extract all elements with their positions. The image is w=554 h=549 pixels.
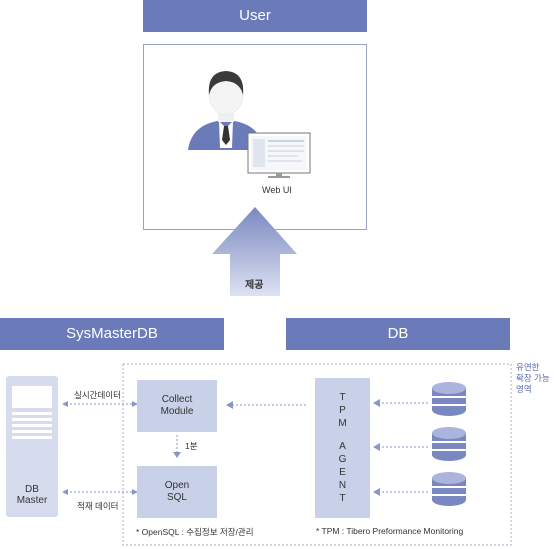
tpm-letter: M xyxy=(338,418,347,429)
load-data-label: 적재 데이터 xyxy=(77,501,119,511)
database-icon-3 xyxy=(432,472,466,506)
monitor-icon xyxy=(247,132,311,178)
open-sql-note: * OpenSQL : 수집정보 저장/관리 xyxy=(136,527,254,537)
sysmaster-header: SysMasterDB xyxy=(0,318,224,350)
database-icon-1 xyxy=(432,382,466,416)
db-to-tpm-arrows xyxy=(378,402,428,493)
extensible-area-label: 유연한 확장 가능 영역 xyxy=(516,362,550,394)
tpm-letter: T xyxy=(339,392,346,403)
tpm-note: * TPM : Tibero Preformance Monitoring xyxy=(316,526,464,536)
provide-arrow-icon xyxy=(212,207,297,296)
user-header: User xyxy=(143,0,367,32)
realtime-data-label: 실시간데이터 xyxy=(74,390,121,400)
open-sql-label: Open SQL xyxy=(164,480,190,503)
collect-module-box: Collect Module xyxy=(137,380,217,432)
one-minute-label: 1분 xyxy=(185,441,198,451)
user-avatar-icon xyxy=(188,71,264,150)
db-master-server-icon xyxy=(6,376,58,517)
extensible-area-border xyxy=(122,363,512,546)
tpm-letter: A xyxy=(339,441,346,452)
database-icon-2 xyxy=(432,427,466,461)
user-title: User xyxy=(239,7,271,24)
db-title: DB xyxy=(387,325,409,342)
tpm-agent-box: T P M A G E N T xyxy=(315,378,370,518)
web-ui-label: Web UI xyxy=(262,185,292,195)
db-master-label: DB Master xyxy=(16,484,48,506)
tpm-letter: T xyxy=(339,493,346,504)
tpm-letter: P xyxy=(339,405,346,416)
sysmaster-title: SysMasterDB xyxy=(66,325,158,342)
tpm-letter: N xyxy=(338,480,347,491)
tpm-letter: G xyxy=(338,454,347,465)
open-sql-box: Open SQL xyxy=(137,466,217,518)
collect-module-label: Collect Module xyxy=(160,394,194,417)
provide-label: 제공 xyxy=(245,280,264,291)
db-header: DB xyxy=(286,318,510,350)
tpm-letter: E xyxy=(339,467,346,478)
